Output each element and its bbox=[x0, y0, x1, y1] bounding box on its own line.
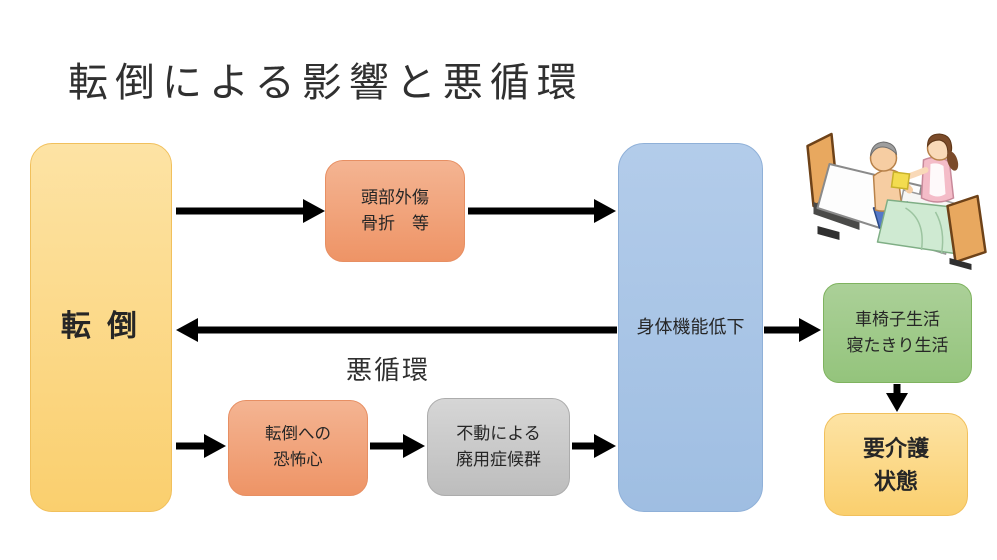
node-care-required: 要介護 状態 bbox=[824, 413, 968, 516]
elderly-care-bed-illustration bbox=[806, 132, 987, 270]
yellow-towel bbox=[890, 171, 911, 190]
node-fall: 転 倒 bbox=[30, 143, 172, 512]
node-head-injury: 頭部外傷 骨折 等 bbox=[325, 160, 465, 262]
node-physical-decline: 身体機能低下 bbox=[618, 143, 763, 512]
node-disuse-line1: 不動による bbox=[456, 423, 541, 443]
arrow-fall-to-fear bbox=[176, 434, 226, 458]
arrow-decline-to-wheelchair bbox=[764, 318, 821, 342]
caregiver-ponytail bbox=[946, 151, 959, 171]
bed-wheel-left bbox=[817, 226, 840, 240]
vicious-cycle-label: 悪循環 bbox=[345, 355, 430, 385]
node-disuse-line2: 廃用症候群 bbox=[456, 450, 541, 469]
slide-title: 転倒による影響と悪循環 bbox=[68, 61, 584, 105]
node-physical-decline-label: 身体機能低下 bbox=[636, 316, 745, 337]
node-wheelchair-bedridden: 車椅子生活 寝たきり生活 bbox=[823, 283, 972, 383]
node-wheelchair-line1: 車椅子生活 bbox=[855, 309, 940, 329]
blanket-fold-1 bbox=[905, 207, 923, 251]
blanket-fold-2 bbox=[934, 211, 944, 255]
node-fall-label: 転 倒 bbox=[60, 310, 142, 344]
node-head-injury-line2: 骨折 等 bbox=[361, 214, 429, 233]
arrow-disuse-to-decline bbox=[572, 434, 616, 458]
node-care-line1: 要介護 bbox=[862, 435, 929, 461]
bed-wheel-right bbox=[949, 258, 972, 270]
caregiver-apron bbox=[929, 163, 946, 197]
node-fear-of-falling: 転倒への 恐怖心 bbox=[228, 400, 368, 496]
node-fear-line2: 恐怖心 bbox=[273, 451, 323, 469]
bed-footboard bbox=[946, 194, 987, 264]
node-head-injury-line1: 頭部外傷 bbox=[361, 187, 429, 207]
node-fear-line1: 転倒への bbox=[265, 425, 331, 444]
arrow-injury-to-decline bbox=[468, 199, 616, 223]
arrow-wheelchair-to-care bbox=[886, 384, 908, 412]
node-care-line2: 状態 bbox=[873, 468, 918, 494]
node-disuse-syndrome: 不動による 廃用症候群 bbox=[427, 398, 570, 496]
arrow-fear-to-disuse bbox=[370, 434, 425, 458]
arrow-decline-to-fall bbox=[176, 318, 617, 342]
patient-hair bbox=[870, 141, 898, 157]
node-wheelchair-line2: 寝たきり生活 bbox=[846, 336, 949, 355]
arrow-fall-to-injury bbox=[176, 199, 325, 223]
